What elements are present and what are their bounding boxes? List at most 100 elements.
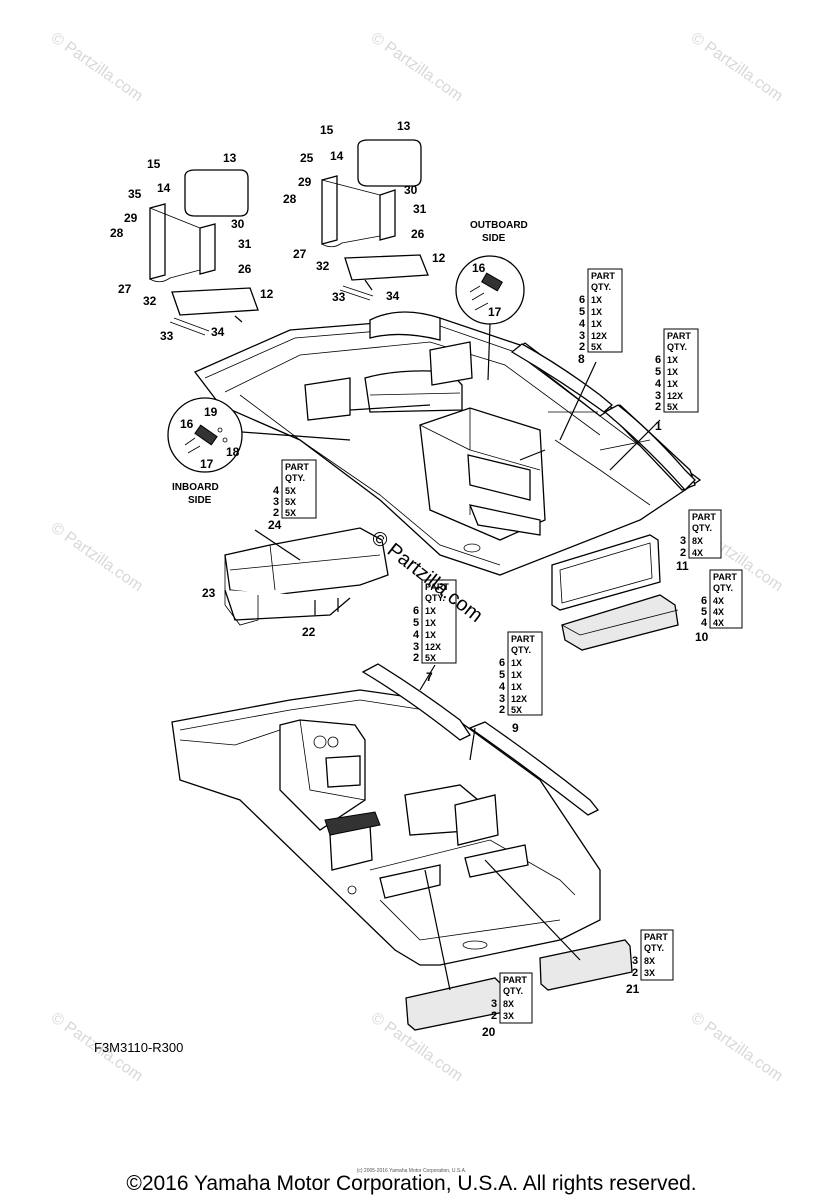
callout: 13 (223, 151, 237, 165)
callout: 27 (118, 282, 132, 296)
svg-text:4X: 4X (713, 607, 724, 617)
svg-text:4X: 4X (692, 548, 703, 558)
svg-text:4: 4 (579, 318, 586, 330)
svg-text:5: 5 (499, 669, 505, 681)
inboard-label-line1: INBOARD (172, 482, 219, 493)
callout: 1 (655, 419, 662, 433)
callout: 21 (626, 982, 640, 996)
inboard-label-line2: SIDE (188, 495, 212, 506)
svg-text:QTY.: QTY. (713, 583, 733, 593)
small-copyright: (c) 2005-2016 Yamaha Motor Corporation, … (356, 1168, 467, 1174)
svg-text:6: 6 (499, 657, 505, 669)
svg-text:PART: PART (591, 271, 615, 281)
callout: 9 (512, 721, 519, 735)
svg-text:PART: PART (692, 512, 716, 522)
svg-text:1X: 1X (591, 307, 602, 317)
svg-text:5: 5 (701, 606, 707, 618)
diagram-code: F3M3110-R300 (94, 1040, 184, 1055)
svg-text:5X: 5X (511, 705, 522, 715)
callout: 32 (143, 294, 157, 308)
svg-text:1X: 1X (511, 682, 522, 692)
callout: 34 (211, 325, 225, 339)
callout: 34 (386, 289, 400, 303)
svg-text:4: 4 (499, 681, 506, 693)
callout: 13 (397, 119, 411, 133)
callout: 16 (180, 417, 194, 431)
svg-text:1X: 1X (425, 630, 436, 640)
svg-text:1X: 1X (667, 355, 678, 365)
svg-text:3: 3 (499, 693, 505, 705)
svg-text:4: 4 (655, 378, 662, 390)
callout: 11 (676, 559, 689, 573)
svg-text:3: 3 (680, 535, 686, 547)
callout: 30 (404, 183, 418, 197)
svg-text:3: 3 (413, 641, 419, 653)
svg-text:PART: PART (713, 572, 737, 582)
callout: 8 (578, 352, 585, 366)
callout: 31 (238, 237, 252, 251)
svg-text:PART: PART (425, 582, 449, 592)
svg-text:4: 4 (273, 485, 280, 497)
callout: 17 (488, 305, 502, 319)
callout: 32 (316, 259, 330, 273)
svg-text:2: 2 (680, 547, 686, 559)
outboard-label-line1: OUTBOARD (470, 220, 528, 231)
svg-text:1X: 1X (667, 367, 678, 377)
callout: 10 (695, 630, 709, 644)
callout: 14 (157, 181, 171, 195)
watermark: © Partzilla.com (688, 29, 786, 105)
watermark: © Partzilla.com (48, 519, 146, 595)
svg-text:2: 2 (632, 967, 638, 979)
svg-text:3X: 3X (503, 1011, 514, 1021)
svg-text:5X: 5X (591, 342, 602, 352)
svg-text:PART: PART (667, 331, 691, 341)
svg-text:2: 2 (655, 401, 661, 413)
callout: 12 (432, 251, 446, 265)
detail-circles (167, 255, 525, 473)
svg-text:5: 5 (579, 306, 585, 318)
svg-text:12X: 12X (667, 391, 683, 401)
callout: 16 (472, 261, 486, 275)
callout: 15 (147, 157, 161, 171)
backrest-assembly-center (321, 139, 429, 301)
callout: 28 (110, 226, 124, 240)
callout: 25 (300, 151, 314, 165)
svg-text:1X: 1X (591, 319, 602, 329)
svg-text:PART: PART (503, 975, 527, 985)
svg-text:6: 6 (413, 605, 419, 617)
svg-text:1X: 1X (591, 295, 602, 305)
svg-text:4X: 4X (713, 596, 724, 606)
svg-text:6: 6 (579, 294, 585, 306)
svg-text:6: 6 (655, 354, 661, 366)
callout: 7 (426, 670, 433, 684)
svg-text:5: 5 (413, 617, 419, 629)
callout: 23 (202, 586, 216, 600)
svg-text:4X: 4X (713, 618, 724, 628)
svg-text:QTY.: QTY. (692, 523, 712, 533)
svg-text:8X: 8X (644, 956, 655, 966)
callout: 22 (302, 625, 316, 639)
svg-text:4: 4 (701, 617, 708, 629)
copyright-footer: ©2016 Yamaha Motor Corporation, U.S.A. A… (126, 1172, 697, 1195)
callout: 14 (330, 149, 344, 163)
callout: 24 (268, 518, 282, 532)
bow-rails-parts (510, 343, 696, 491)
side-labels: OUTBOARD SIDE INBOARD SIDE (172, 220, 528, 506)
svg-text:2: 2 (491, 1010, 497, 1022)
svg-text:3: 3 (632, 955, 638, 967)
svg-text:1X: 1X (667, 379, 678, 389)
svg-text:4: 4 (413, 629, 420, 641)
callout: 35 (128, 187, 142, 201)
svg-text:5X: 5X (667, 402, 678, 412)
callout: 20 (482, 1025, 496, 1039)
